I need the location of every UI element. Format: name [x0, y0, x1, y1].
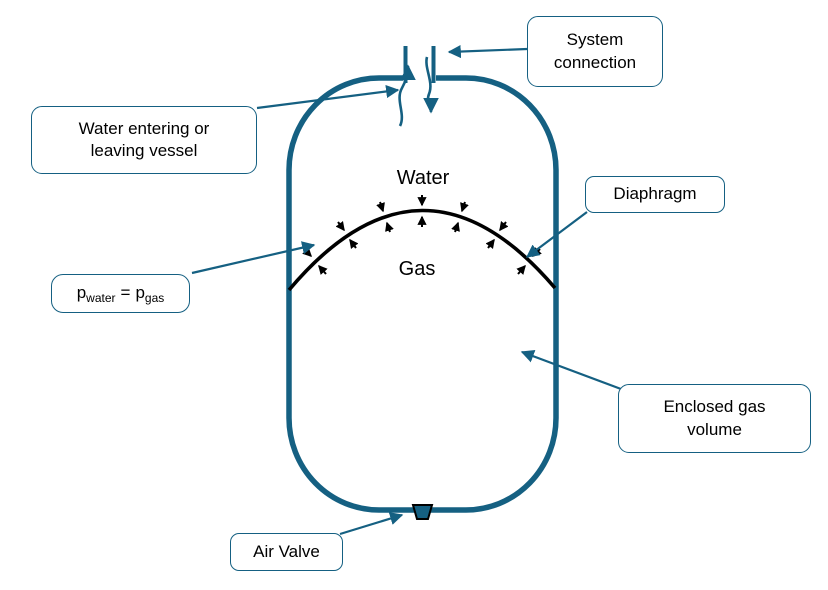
callout-air-valve: Air Valve: [230, 533, 343, 571]
pressure-equals: =: [120, 283, 131, 303]
pressure-p-gas: p: [135, 283, 145, 303]
leader-enclosed-gas: [520, 349, 622, 391]
callout-system-connection-label: System connection: [553, 30, 637, 72]
leader-water-entering: [256, 84, 400, 110]
gas-region-label: Gas: [398, 258, 436, 280]
water-region-label: Water: [396, 167, 450, 189]
leader-diaphragm: [525, 211, 588, 258]
vessel-outline: [286, 75, 559, 513]
pressure-arrows-gas-side: [318, 215, 526, 275]
callout-pressure-equation: pwater=pgas: [51, 274, 190, 313]
leader-system-connection: [447, 44, 528, 59]
callout-enclosed-gas: Enclosed gas volume: [618, 384, 811, 453]
pressure-p-water: p: [76, 283, 87, 303]
leader-pressure-equation: [191, 241, 316, 275]
callout-water-entering-label: Water entering or leaving vessel: [78, 118, 210, 160]
pressure-sub-gas: gas: [144, 291, 165, 306]
callout-diaphragm: Diaphragm: [585, 176, 725, 213]
callout-system-connection: System connection: [527, 16, 663, 87]
callout-air-valve-label: Air Valve: [253, 541, 320, 561]
callout-diaphragm-label: Diaphragm: [613, 184, 697, 204]
pressure-sub-water: water: [86, 291, 116, 306]
diaphragm-membrane: [287, 208, 557, 292]
air-valve-icon: [411, 504, 434, 520]
callout-leader-arrows: [191, 44, 622, 536]
flow-arrow-down-icon: [423, 56, 439, 114]
pressure-equation: pwater=pgas: [76, 282, 165, 306]
callout-enclosed-gas-label: Enclosed gas volume: [663, 397, 766, 439]
leader-air-valve: [339, 512, 404, 536]
flow-arrow-up-icon: [398, 64, 416, 127]
callout-water-entering: Water entering or leaving vessel: [31, 106, 257, 174]
